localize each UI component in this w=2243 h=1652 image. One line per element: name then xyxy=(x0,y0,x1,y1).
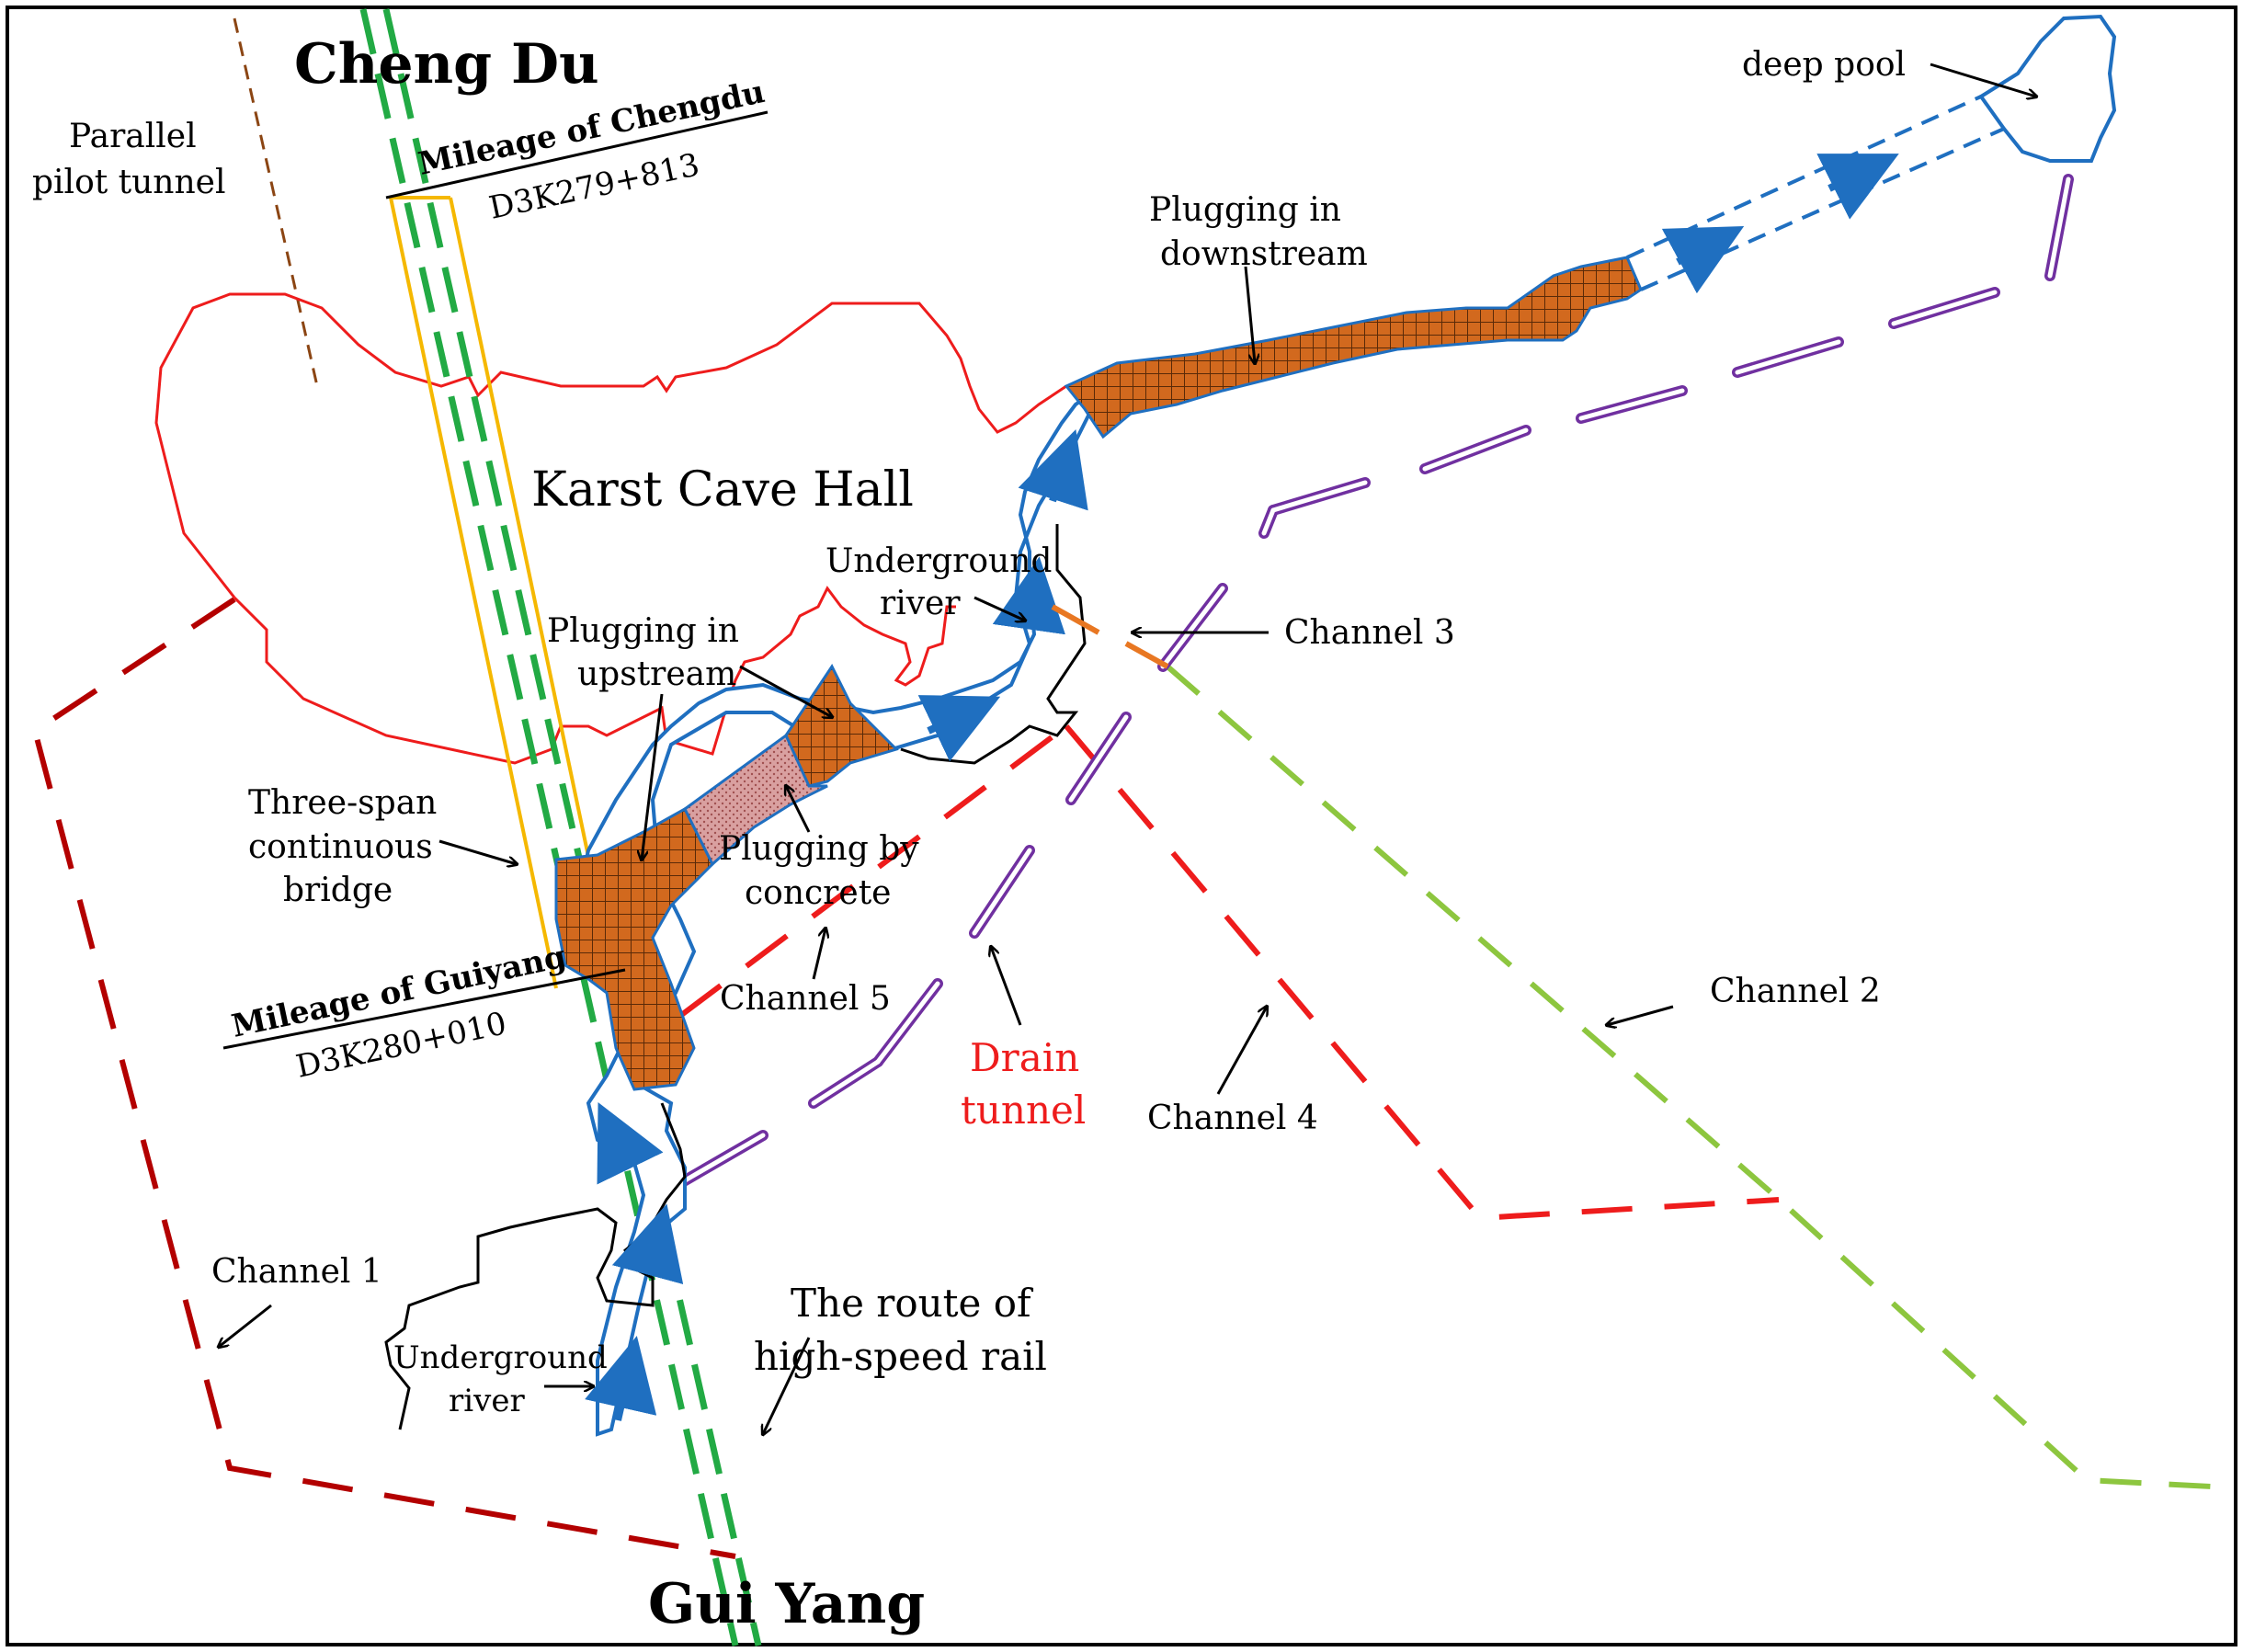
mileage-guiyang-line xyxy=(222,968,626,1050)
label-plugging-upstream-2: upstream xyxy=(577,655,736,693)
label-karst-cave-hall: Karst Cave Hall xyxy=(531,462,914,518)
label-channel-1: Channel 1 xyxy=(211,1253,382,1291)
label-plugging-downstream-2: downstream xyxy=(1160,235,1368,273)
label-deep-pool: deep pool xyxy=(1742,46,1906,84)
label-underground-river-upper-2: river xyxy=(880,585,961,622)
deep-pool xyxy=(1978,14,2117,163)
annotation-arrows xyxy=(219,63,2036,1434)
label-channel-2: Channel 2 xyxy=(1710,973,1881,1010)
label-plugging-downstream-1: Plugging in xyxy=(1149,191,1341,229)
label-plugging-concrete-2: concrete xyxy=(745,874,891,912)
label-route-2: high-speed rail xyxy=(754,1334,1047,1379)
title-gui-yang: Gui Yang xyxy=(648,1572,925,1636)
plugging-downstream xyxy=(1064,256,1643,439)
high-speed-rail-route xyxy=(359,8,762,1646)
karst-cave-hall-boundary-top xyxy=(154,292,1067,598)
label-plugging-concrete-1: Plugging by xyxy=(719,830,919,868)
label-three-span-2: continuous xyxy=(248,828,433,866)
label-underground-river-upper-1: Underground xyxy=(825,542,1052,580)
label-drain-1: Drain xyxy=(970,1035,1079,1080)
parallel-pilot-tunnel-line xyxy=(233,17,319,387)
channel-1-path xyxy=(31,597,736,1559)
label-underground-river-lower-2: river xyxy=(449,1383,525,1419)
cavity-outline-mid xyxy=(900,524,1087,765)
label-drain-2: tunnel xyxy=(961,1088,1086,1133)
label-route-1: The route of xyxy=(791,1281,1034,1326)
channel-3-path xyxy=(1051,604,1169,669)
title-cheng-du: Cheng Du xyxy=(294,32,599,97)
plugging-concrete xyxy=(683,733,828,867)
mileage-chengdu-line xyxy=(385,110,769,199)
label-channel-5: Channel 5 xyxy=(720,980,891,1018)
label-underground-river-lower-1: Underground xyxy=(393,1339,608,1376)
label-three-span-1: Three-span xyxy=(248,784,437,822)
label-channel-3: Channel 3 xyxy=(1284,614,1455,652)
label-plugging-upstream-1: Plugging in xyxy=(547,612,739,650)
label-three-span-3: bridge xyxy=(283,872,393,909)
label-parallel: Parallel xyxy=(69,118,197,155)
label-pilot-tunnel: pilot tunnel xyxy=(32,164,226,201)
channel-4-path xyxy=(1064,724,1780,1222)
plugging-upstream xyxy=(554,806,714,1091)
river-flow-arrows xyxy=(585,154,1899,1421)
label-channel-4: Channel 4 xyxy=(1147,1099,1318,1137)
diagram-frame xyxy=(6,6,2237,1646)
